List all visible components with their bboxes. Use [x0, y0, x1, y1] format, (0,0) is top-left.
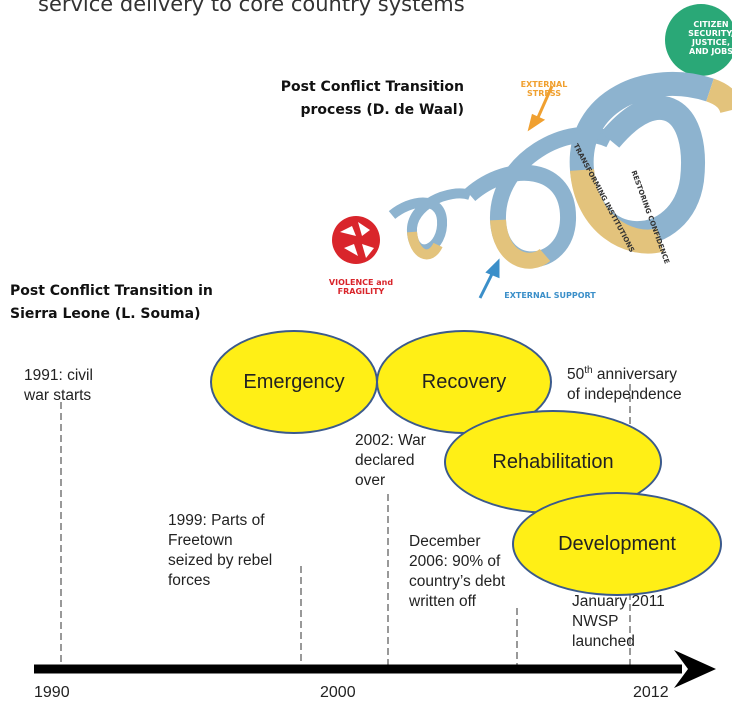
- year-label-1990: 1990: [34, 684, 70, 701]
- event-50th-anniversary: 50th anniversary of independence: [567, 365, 682, 404]
- violence-icon: [332, 216, 380, 264]
- external-stress-label: EXTERNAL STRESS: [520, 80, 568, 98]
- transition-process-title: Post Conflict Transition process (D. de …: [280, 79, 464, 118]
- sierra-leone-title: Post Conflict Transition in Sierra Leone…: [10, 283, 213, 322]
- phase-emergency: Emergency: [210, 330, 378, 434]
- year-label-2000: 2000: [320, 684, 356, 701]
- event-1991: 1991: civil war starts: [24, 367, 93, 404]
- external-support-arrow: [478, 258, 500, 299]
- slide-header: service delivery to core country systems: [38, 0, 465, 16]
- ribbon-loop-large: [569, 71, 732, 254]
- ribbon-loop-small: [388, 188, 472, 260]
- timeline-arrowhead: [674, 650, 716, 688]
- event-2002: 2002: War declared over: [355, 432, 426, 489]
- transition-spiral-illustration: [332, 4, 732, 299]
- timeline-axis: [34, 650, 716, 688]
- citizen-security-circle: [665, 4, 732, 76]
- citizen-label: CITIZEN SECURITY, JUSTICE, AND JOBS: [688, 20, 732, 56]
- year-label-2012: 2012: [633, 684, 669, 701]
- external-support-label: EXTERNAL SUPPORT: [504, 291, 596, 300]
- external-stress-arrow: [527, 85, 554, 132]
- event-2006: December 2006: 90% of country’s debt wri…: [409, 533, 506, 610]
- phase-development: Development: [512, 492, 722, 596]
- ribbon-loop-medium: [464, 126, 614, 269]
- violence-label: VIOLENCE and FRAGILITY: [328, 278, 394, 296]
- event-2011: January 2011 NWSP launched: [572, 593, 665, 650]
- event-1999: 1999: Parts of Freetown seized by rebel …: [168, 512, 273, 589]
